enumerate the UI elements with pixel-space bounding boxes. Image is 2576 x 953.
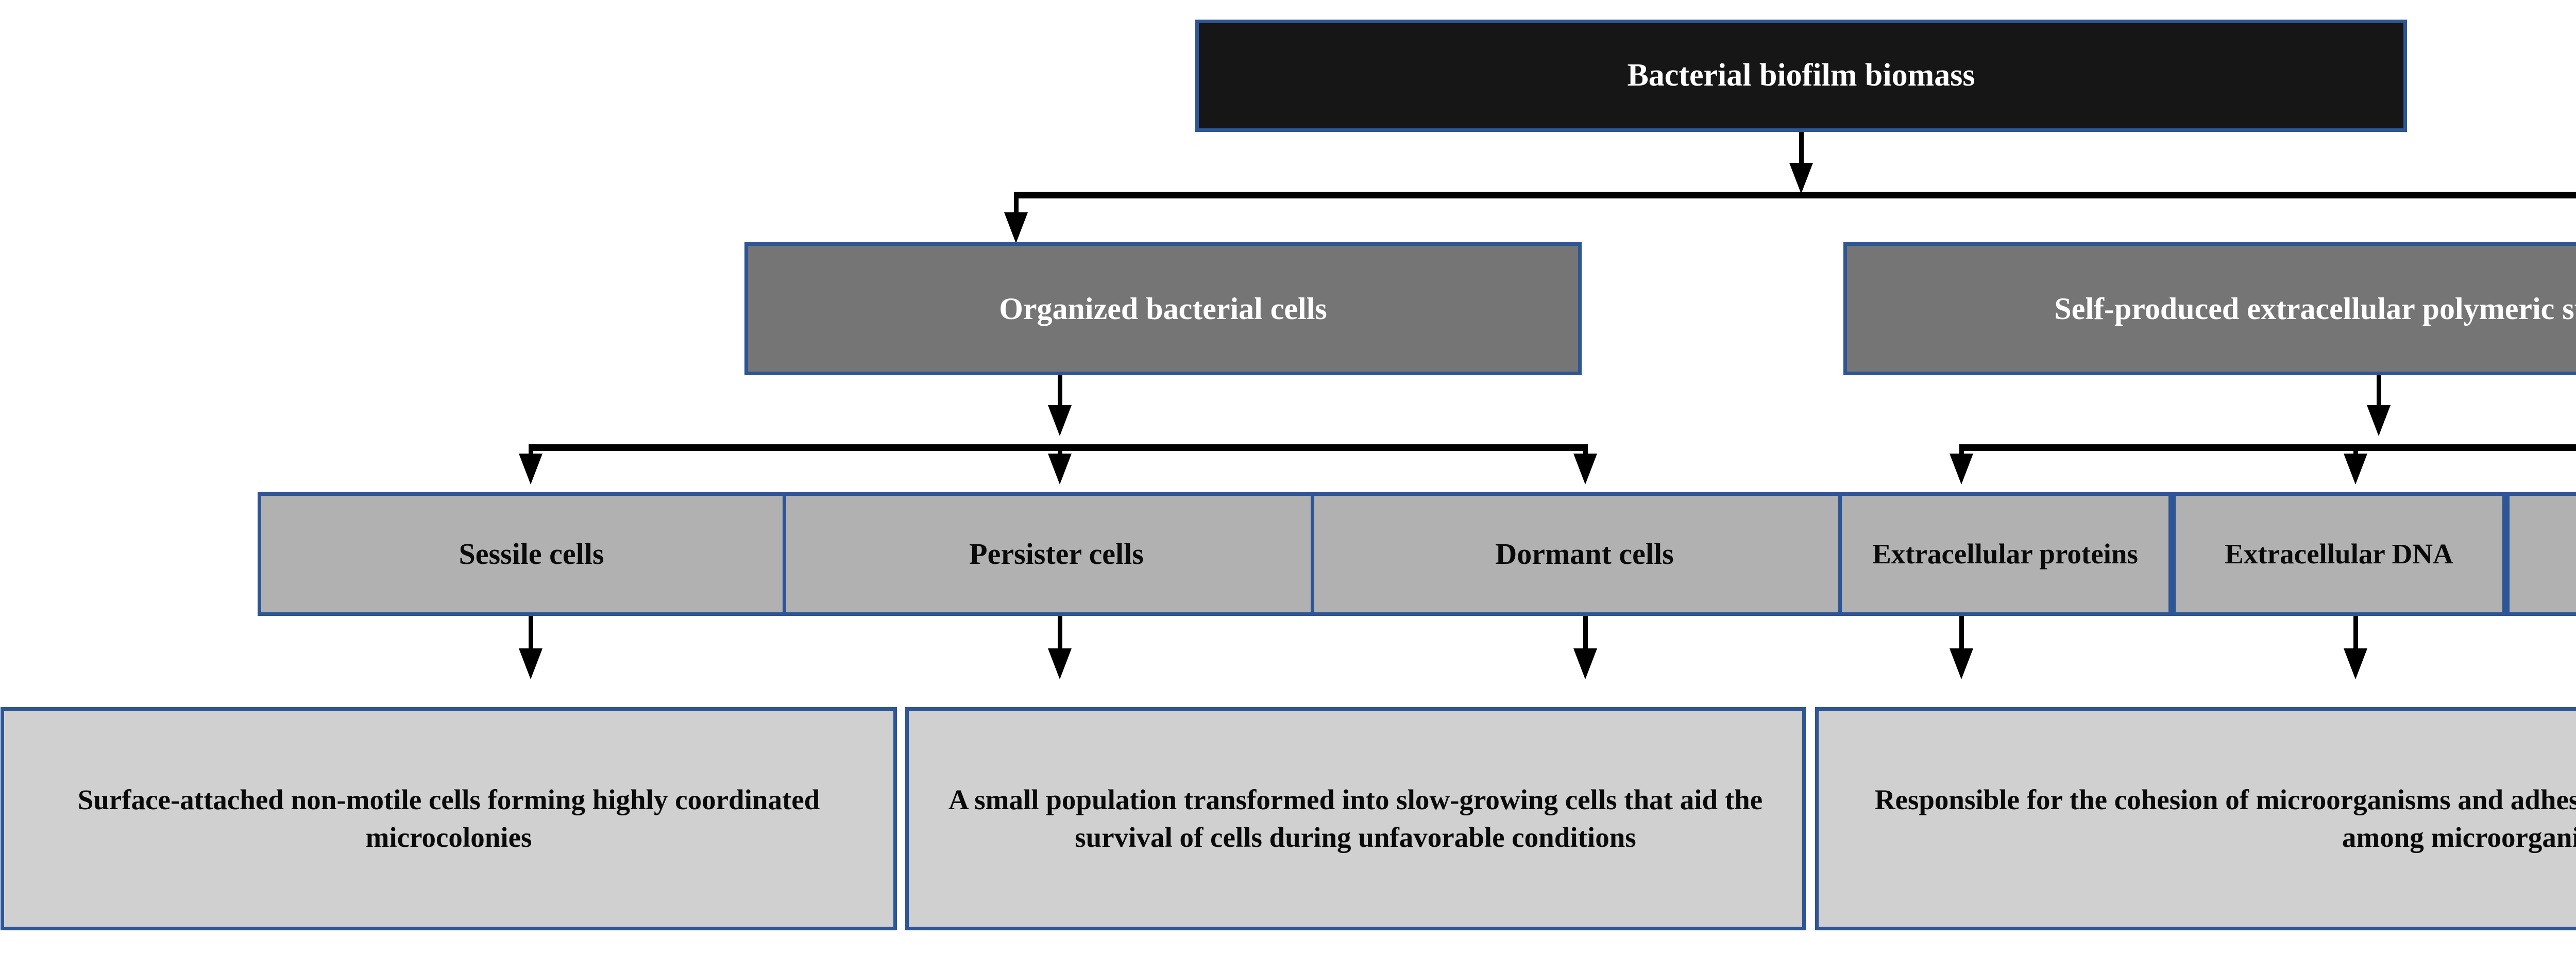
arrowhead-to-persister-cells	[1048, 454, 1072, 484]
arrowhead-to-sessile-cells	[519, 454, 543, 484]
connector-persister-to-description	[1058, 616, 1062, 665]
node-label: Bacterial biofilm biomass	[1627, 58, 1975, 93]
connector-right-branch-stem	[2377, 375, 2381, 406]
node-label: Extracellular DNA	[2225, 538, 2453, 570]
node-self-produced-eps[interactable]: Self-produced extracellular polymeric su…	[1843, 242, 2576, 375]
node-label: Persister cells	[969, 537, 1144, 571]
node-label: Extracellular proteins	[1872, 538, 2138, 570]
node-extracellular-dna[interactable]: Extracellular DNA	[2172, 492, 2506, 616]
node-dormant-cells[interactable]: Dormant cells	[1311, 492, 1858, 616]
arrowhead-to-extracellular-dna	[2344, 454, 2367, 484]
arrowhead-sessile-to-description	[519, 648, 543, 679]
connector-extracellular-proteins-to-description	[1959, 616, 1964, 665]
arrowhead-extracellular-proteins-to-description	[1950, 648, 1973, 679]
node-extracellular-proteins[interactable]: Extracellular proteins	[1838, 492, 2172, 616]
description-persister-dormant-cells[interactable]: A small population transformed into slow…	[905, 707, 1806, 930]
connector-to-organized-bacterial-cells	[1014, 192, 1019, 223]
arrowhead-to-extracellular-proteins	[1950, 454, 1973, 484]
arrowhead-dormant-to-description	[1573, 648, 1597, 679]
connector-extracellular-dna-to-description	[2353, 616, 2358, 665]
arrowhead-root-to-bar	[1789, 163, 1813, 194]
connector-root-stem	[1799, 132, 1804, 168]
description-text: Responsible for the cohesion of microorg…	[1874, 783, 2576, 853]
arrowhead-to-organized-bacterial-cells	[1004, 212, 1028, 243]
connector-left-branch-stem	[1058, 375, 1062, 406]
description-text: A small population transformed into slow…	[948, 783, 1763, 853]
node-organized-bacterial-cells[interactable]: Organized bacterial cells	[744, 242, 1582, 375]
connector-root-split-bar	[1014, 192, 2576, 198]
arrowhead-to-dormant-cells	[1573, 454, 1597, 484]
node-sessile-cells[interactable]: Sessile cells	[258, 492, 805, 616]
connector-right-split-bar	[1959, 444, 2576, 451]
connector-dormant-to-description	[1583, 616, 1588, 665]
arrowhead-right-branch-to-bar	[2367, 405, 2391, 436]
node-label: Sessile cells	[459, 537, 604, 571]
node-label: Dormant cells	[1495, 537, 1674, 571]
node-polysaccharides[interactable]: Polysaccharides	[2506, 492, 2576, 616]
node-label: Self-produced extracellular polymeric su…	[2054, 291, 2576, 326]
arrowhead-left-branch-to-bar	[1048, 405, 1072, 436]
arrowhead-persister-to-description	[1048, 648, 1072, 679]
connector-sessile-to-description	[529, 616, 533, 665]
description-eps[interactable]: Responsible for the cohesion of microorg…	[1815, 707, 2576, 930]
node-label: Organized bacterial cells	[999, 291, 1327, 326]
description-text: Surface-attached non-motile cells formin…	[77, 783, 820, 853]
description-sessile-cells[interactable]: Surface-attached non-motile cells formin…	[1, 707, 897, 930]
node-persister-cells[interactable]: Persister cells	[783, 492, 1330, 616]
node-bacterial-biofilm-biomass[interactable]: Bacterial biofilm biomass	[1195, 20, 2407, 132]
arrowhead-extracellular-dna-to-description	[2344, 648, 2367, 679]
